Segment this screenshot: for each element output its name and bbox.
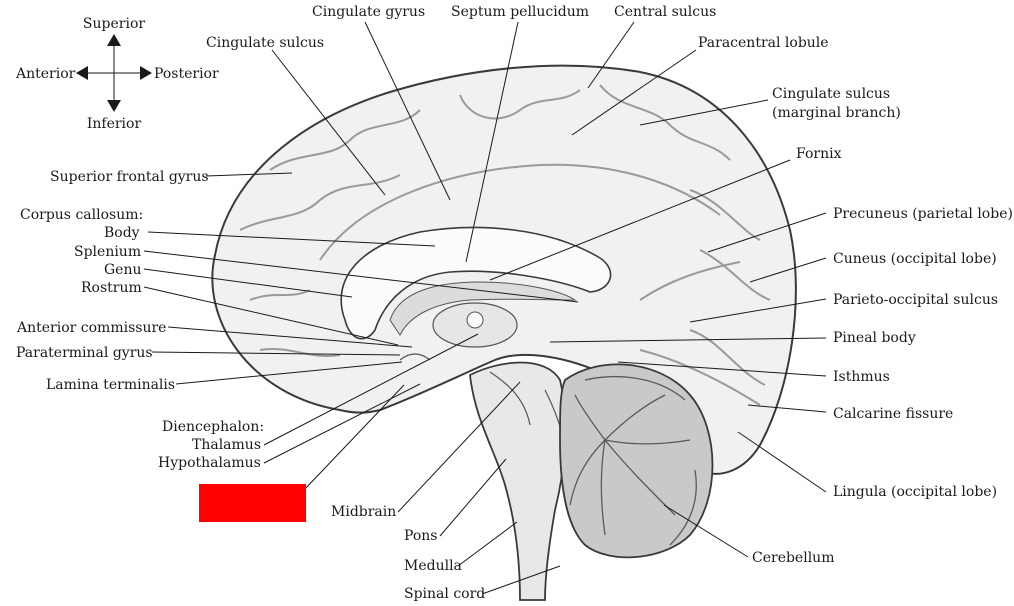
cingulate-sulcus-line <box>319 163 721 261</box>
label-genu: Genu <box>104 262 142 278</box>
label-posterior: Posterior <box>154 66 219 82</box>
gyrus-fold <box>699 249 771 301</box>
arrow-right-icon <box>140 66 152 80</box>
label-superior-frontal-gyrus: Superior frontal gyrus <box>50 169 209 185</box>
cerebellum-shape <box>559 363 714 559</box>
arrow-down-icon <box>107 100 121 112</box>
label-thalamus: Thalamus <box>192 437 261 453</box>
arrow-left-icon <box>76 66 88 80</box>
arbor-vitae <box>569 439 606 506</box>
label-splenium: Splenium <box>74 244 141 260</box>
label-inferior: Inferior <box>87 116 142 132</box>
label-septum-pellucidum: Septum pellucidum <box>451 4 589 20</box>
label-pons: Pons <box>404 528 437 544</box>
label-medulla: Medulla <box>404 558 462 574</box>
arbor-vitae <box>600 439 606 536</box>
label-parieto-occipital-sulcus: Parieto-occipital sulcus <box>833 292 998 308</box>
label-anterior: Anterior <box>15 66 76 82</box>
arbor-vitae <box>574 394 606 441</box>
label-hypothalamus: Hypothalamus <box>158 455 261 471</box>
arbor-vitae <box>604 394 666 441</box>
label-cerebellum: Cerebellum <box>752 550 834 566</box>
brainstem-shape <box>469 361 567 601</box>
corpus-callosum-shape <box>340 226 612 340</box>
gyrus-fold <box>689 329 766 386</box>
orientation-compass: Superior Inferior Anterior Posterior <box>15 16 219 132</box>
label-isthmus: Isthmus <box>833 369 890 385</box>
gyrus-fold <box>269 109 421 171</box>
anatomy-labels: Cingulate gyrus Septum pellucidum Centra… <box>16 4 1013 602</box>
label-corpus-callosum: Corpus callosum: <box>20 207 143 223</box>
label-lamina-terminalis: Lamina terminalis <box>46 377 175 393</box>
gyrus-fold <box>459 89 581 120</box>
label-lingula: Lingula (occipital lobe) <box>833 484 997 500</box>
label-cingulate-gyrus: Cingulate gyrus <box>312 4 425 20</box>
redaction-box <box>199 484 306 522</box>
gyrus-fold <box>249 289 311 301</box>
midbrain-shape <box>489 371 531 426</box>
interthalamic-adhesion <box>466 311 484 329</box>
label-midbrain: Midbrain <box>331 504 396 520</box>
cerebrum-illustration <box>211 64 797 601</box>
label-cingulate-sulcus-marginal: Cingulate sulcus <box>772 86 890 102</box>
ventricle-shape <box>389 281 577 336</box>
label-calcarine-fissure: Calcarine fissure <box>833 406 953 422</box>
label-spinal-cord: Spinal cord <box>404 586 485 602</box>
label-paracentral-lobule: Paracentral lobule <box>698 35 829 51</box>
label-precuneus: Precuneus (parietal lobe) <box>833 206 1013 222</box>
label-diencephalon: Diencephalon: <box>162 419 264 435</box>
label-cingulate-sulcus: Cingulate sulcus <box>206 35 324 51</box>
gyrus-fold <box>259 348 341 357</box>
label-cingulate-sulcus-marginal-branch: (marginal branch) <box>772 105 901 121</box>
label-superior: Superior <box>83 16 145 32</box>
label-rostrum: Rostrum <box>81 280 142 296</box>
arrow-up-icon <box>107 34 121 46</box>
label-central-sulcus: Central sulcus <box>614 4 716 20</box>
label-pineal-body: Pineal body <box>833 330 916 346</box>
arbor-vitae <box>604 439 691 445</box>
gyrus-fold <box>239 174 401 231</box>
gyrus-fold <box>599 84 731 161</box>
label-body: Body <box>104 225 140 241</box>
label-fornix: Fornix <box>796 146 842 162</box>
cerebellum-fold <box>669 469 697 546</box>
label-paraterminal-gyrus: Paraterminal gyrus <box>16 345 153 361</box>
cerebellum-fold <box>584 375 686 401</box>
label-anterior-commissure: Anterior commissure <box>16 320 166 336</box>
parieto-occipital-fold <box>639 261 741 301</box>
calcarine-fold <box>639 349 761 406</box>
leader-lines <box>143 21 827 595</box>
label-cuneus: Cuneus (occipital lobe) <box>833 251 997 267</box>
optic-chiasm <box>399 353 431 361</box>
